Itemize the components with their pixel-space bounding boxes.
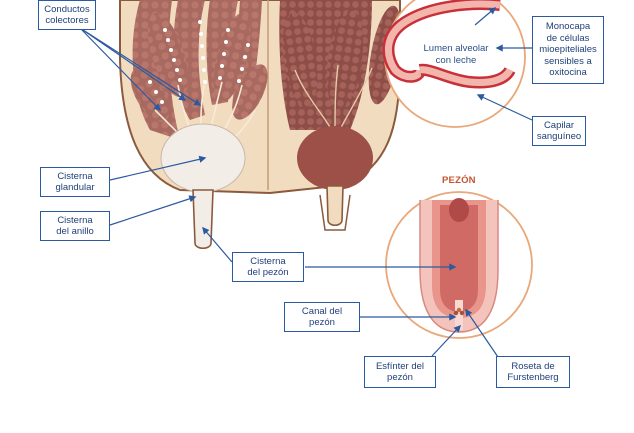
label-roseta-de-furstenberg: Roseta de Furstenberg [496, 356, 570, 388]
label-cisterna-del-pezon: Cisterna del pezón [232, 252, 304, 282]
label-conductos-colectores: Conductos colectores [38, 0, 96, 30]
label-canal-del-pezon: Canal del pezón [284, 302, 360, 332]
label-cisterna-glandular: Cisterna glandular [40, 167, 110, 197]
leader-lines [79, 7, 533, 361]
lumen-alveolar-label: Lumen alveolar con leche [423, 43, 489, 66]
teat-title: PEZÓN [442, 175, 476, 186]
teat-inset [385, 191, 533, 339]
label-cisterna-del-anillo: Cisterna del anillo [40, 211, 110, 241]
label-esfinter-del-pezon: Esfínter del pezón [364, 356, 436, 388]
label-capilar-sanguineo: Capilar sanguíneo [532, 116, 586, 146]
alveolus-inset [382, 0, 526, 128]
label-monocapa: Monocapa de células mioepiteliales sensi… [532, 16, 604, 84]
